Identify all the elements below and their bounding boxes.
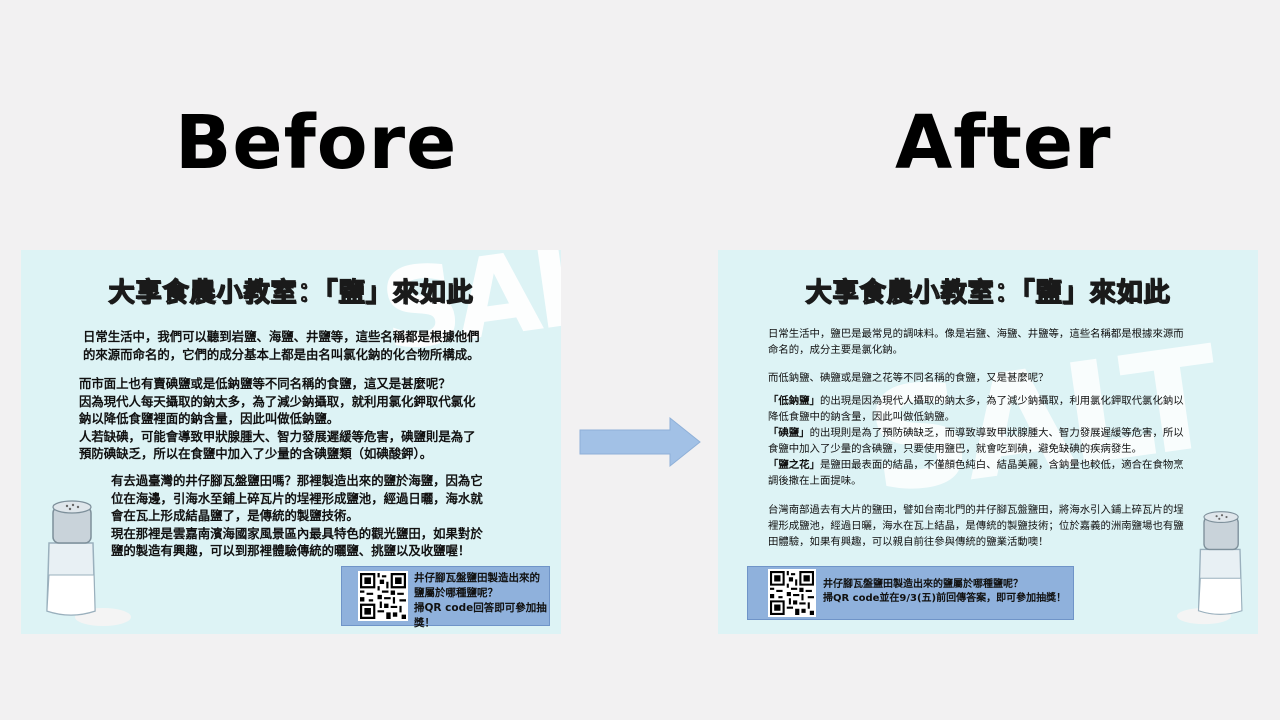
poster-title: 大享食農小教室：「鹽」來如此 <box>805 277 1171 308</box>
before-poster: SALT 大享食農小教室：「鹽」來如此 日常生活中，我們可以聽到岩鹽、海鹽、井鹽… <box>21 250 561 634</box>
paragraph-question: 而低鈉鹽、碘鹽或是鹽之花等不同名稱的食鹽，又是甚麼呢？ <box>768 372 1049 384</box>
salt-shaker-icon <box>1177 511 1243 625</box>
paragraph-salts: 而市面上也有賣碘鹽或是低鈉鹽等不同名稱的食鹽，這又是甚麼呢？ 因為現代人每天攝取… <box>79 376 476 462</box>
term-iodized: 「碘鹽」 <box>768 427 810 439</box>
paragraph-intro: 日常生活中，鹽巴是最常見的調味料。像是岩鹽、海鹽、井鹽等，這些名稱都是根據來源而… <box>768 328 1184 356</box>
poster-title: 大享食農小教室：「鹽」來如此 <box>108 277 474 308</box>
paragraph-intro: 日常生活中，我們可以聽到岩鹽、海鹽、井鹽等，這些名稱都是根據他們 的來源而命名的… <box>83 329 480 362</box>
paragraph-salt-field: 台灣南部過去有大片的鹽田，譬如台南北門的井仔腳瓦盤鹽田，將海水引入鋪上碎瓦片的埕… <box>768 504 1184 548</box>
qr-quiz-box: 井仔腳瓦盤鹽田製造出來的鹽屬於哪種鹽呢？ 掃QR code並在9/3(五)前回傳… <box>747 566 1074 620</box>
after-heading: After <box>895 100 1112 186</box>
qr-quiz-text: 井仔腳瓦盤鹽田製造出來的鹽屬於哪種鹽呢？ 掃QR code並在9/3(五)前回傳… <box>823 579 1067 604</box>
qr-code-icon[interactable] <box>358 571 408 621</box>
salt-shaker-icon <box>46 500 131 626</box>
qr-quiz-text: 井仔腳瓦盤鹽田製造出來的 鹽屬於哪種鹽呢？ 掃QR code回答即可參加抽 獎！ <box>414 572 547 629</box>
qr-quiz-box: 井仔腳瓦盤鹽田製造出來的 鹽屬於哪種鹽呢？ 掃QR code回答即可參加抽 獎！ <box>341 566 550 629</box>
term-fleur-de-sel: 「鹽之花」 <box>768 459 820 471</box>
qr-code-icon[interactable] <box>768 569 816 617</box>
paragraph-salt-field: 有去過臺灣的井仔腳瓦盤鹽田嗎？那裡製造出來的鹽於海鹽，因為它 位在海邊，引海水至… <box>111 473 483 559</box>
paragraph-salt-types: 「低鈉鹽」的出現是因為現代人攝取的鈉太多，為了減少鈉攝取，利用氯化鉀取代氯化鈉以… <box>768 395 1184 487</box>
before-heading: Before <box>175 100 458 186</box>
term-low-sodium: 「低鈉鹽」 <box>768 395 820 407</box>
right-arrow-icon <box>579 416 701 468</box>
after-poster: SALT 大享食農小教室：「鹽」來如此 日常生活中，鹽巴是最常見的調味料。像是岩… <box>718 250 1258 634</box>
